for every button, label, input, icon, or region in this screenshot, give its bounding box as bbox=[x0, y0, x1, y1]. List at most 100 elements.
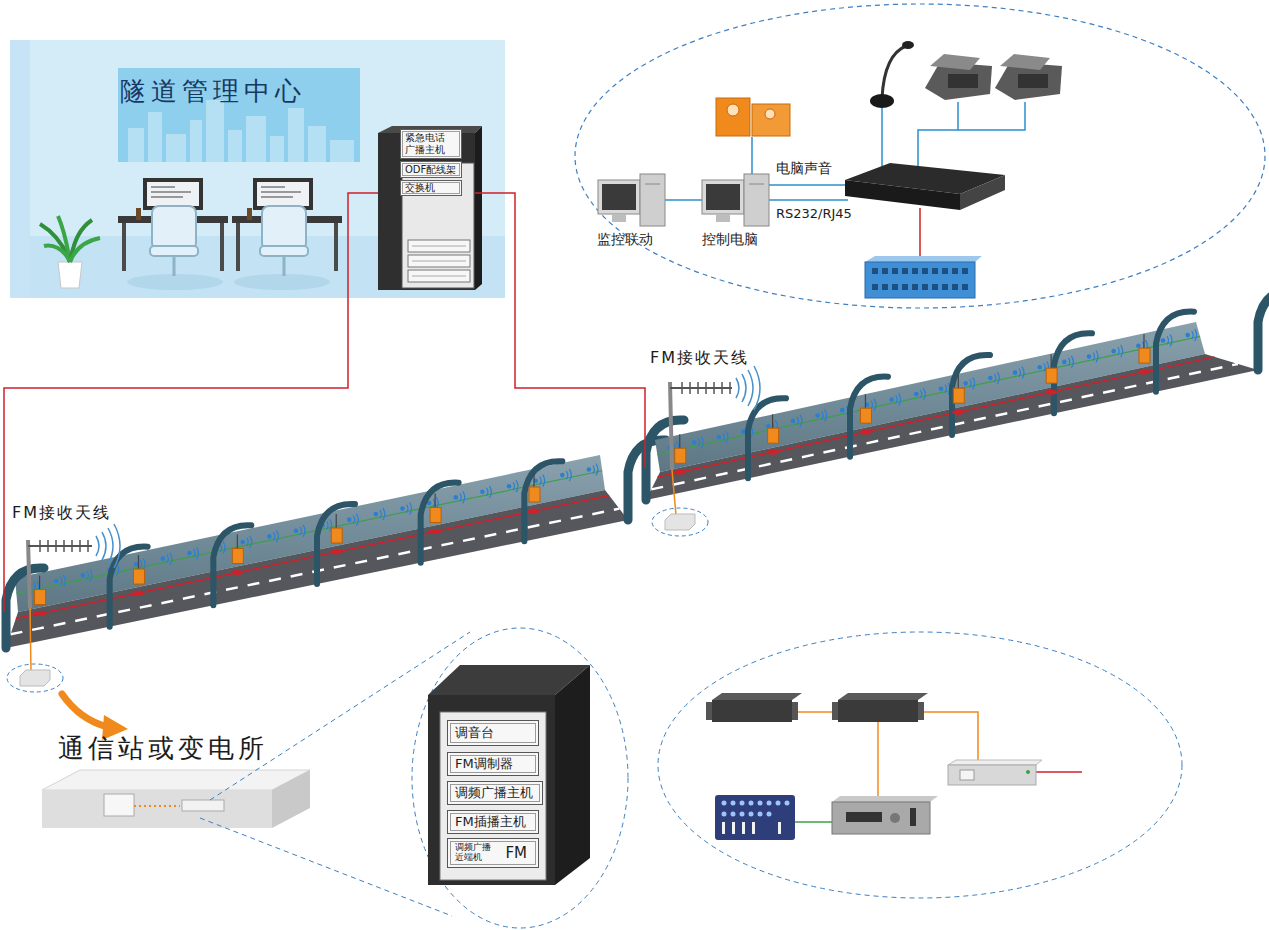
headend-detail bbox=[740, 812, 745, 817]
station-building bbox=[42, 770, 310, 790]
headend-detail bbox=[732, 822, 735, 834]
node-text: 紧急电话 广播主机 bbox=[405, 132, 457, 156]
tunnel-body bbox=[1044, 363, 1046, 371]
fm-antenna bbox=[705, 382, 707, 394]
tunnel-body bbox=[231, 570, 243, 575]
fm-antenna bbox=[713, 382, 715, 394]
control-detail bbox=[598, 180, 640, 214]
control-room bbox=[228, 130, 242, 162]
control-detail bbox=[958, 102, 1025, 130]
control-detail bbox=[665, 199, 702, 201]
control-room bbox=[10, 40, 505, 298]
tunnel-body bbox=[1192, 331, 1194, 339]
tunnel-body bbox=[1062, 360, 1067, 365]
control-detail bbox=[932, 268, 938, 274]
tunnel-body bbox=[717, 435, 722, 440]
headend-detail bbox=[776, 801, 781, 806]
fm-antenna bbox=[71, 540, 73, 552]
tunnel-body bbox=[60, 577, 62, 585]
control-detail bbox=[640, 174, 665, 226]
headend-detail bbox=[715, 795, 795, 840]
tunnel-body bbox=[914, 392, 919, 397]
tunnel-body bbox=[134, 562, 139, 567]
tunnel-body bbox=[988, 376, 993, 381]
headend-detail bbox=[740, 801, 745, 806]
tunnel-body bbox=[6, 440, 666, 648]
control-room bbox=[151, 196, 183, 198]
control-room bbox=[206, 100, 224, 162]
headend-detail bbox=[1036, 771, 1082, 773]
tunnel-body bbox=[1096, 351, 1098, 363]
tunnel-body bbox=[63, 575, 65, 587]
fm-antenna bbox=[670, 382, 672, 470]
label-text: 通信站或变电所 bbox=[58, 733, 268, 764]
control-room bbox=[10, 40, 30, 298]
tunnel-body bbox=[674, 470, 686, 475]
control-room bbox=[166, 134, 186, 162]
tunnel-body bbox=[167, 555, 169, 563]
fm-antenna bbox=[682, 382, 730, 394]
tunnel-body bbox=[110, 547, 148, 627]
control-detail bbox=[1000, 54, 1050, 70]
control-room bbox=[261, 196, 293, 198]
tunnel-body bbox=[1118, 347, 1120, 355]
fm-rack bbox=[412, 628, 628, 928]
tunnel-body bbox=[692, 440, 697, 445]
control-detail bbox=[645, 184, 660, 185]
fm-rack bbox=[428, 695, 555, 885]
station-building bbox=[134, 805, 180, 807]
station-building bbox=[42, 632, 470, 916]
tunnel-body bbox=[529, 487, 540, 502]
equipment-rack bbox=[378, 126, 482, 290]
tunnel-body bbox=[815, 413, 820, 418]
control-detail bbox=[962, 268, 968, 274]
headend-detail bbox=[910, 808, 916, 826]
cable-line bbox=[4, 193, 378, 612]
tunnel-body bbox=[657, 357, 1214, 477]
headend-detail bbox=[722, 822, 725, 834]
headend-detail bbox=[785, 801, 790, 806]
control-detail bbox=[922, 284, 928, 290]
headend-detail bbox=[1026, 770, 1030, 774]
control-detail bbox=[892, 268, 898, 274]
tunnel-body bbox=[1136, 344, 1141, 349]
tunnel-body bbox=[247, 538, 249, 546]
tunnel-body bbox=[896, 395, 898, 403]
station-building bbox=[272, 770, 310, 828]
control-detail bbox=[765, 109, 775, 119]
tunnel-body bbox=[330, 550, 342, 555]
control-room bbox=[260, 246, 308, 256]
tunnel-body bbox=[303, 525, 305, 537]
headend-detail bbox=[749, 812, 754, 817]
fm-antenna bbox=[39, 540, 41, 552]
headend-detail bbox=[731, 801, 736, 806]
headend-detail bbox=[832, 796, 938, 802]
tunnel-body bbox=[899, 393, 901, 405]
tunnel-body bbox=[232, 549, 243, 564]
headend-detail bbox=[838, 700, 918, 722]
tunnel-body bbox=[970, 379, 972, 387]
tunnel-body bbox=[273, 532, 275, 540]
tunnel-body bbox=[347, 517, 352, 522]
tunnel-body bbox=[429, 529, 441, 534]
tunnel-body bbox=[973, 377, 975, 389]
control-detail bbox=[612, 214, 626, 222]
control-room bbox=[246, 116, 266, 162]
tunnel-body bbox=[353, 516, 355, 524]
rack-module: ODF配线架 bbox=[400, 161, 462, 178]
tunnel-body bbox=[874, 399, 876, 411]
tunnel-body bbox=[939, 386, 944, 391]
tunnel-body bbox=[1156, 312, 1194, 392]
headend-detail bbox=[948, 765, 1036, 785]
control-detail bbox=[744, 174, 769, 226]
tunnel-body bbox=[1138, 370, 1150, 375]
station-building bbox=[182, 800, 224, 811]
headend-detail bbox=[742, 822, 745, 834]
tunnel-body bbox=[240, 540, 245, 545]
control-room bbox=[58, 262, 82, 288]
tunnel-body bbox=[133, 569, 144, 584]
control-room bbox=[261, 186, 285, 188]
tunnel-body bbox=[267, 534, 272, 539]
tunnel-body bbox=[331, 528, 342, 543]
fm-antenna bbox=[114, 524, 120, 568]
